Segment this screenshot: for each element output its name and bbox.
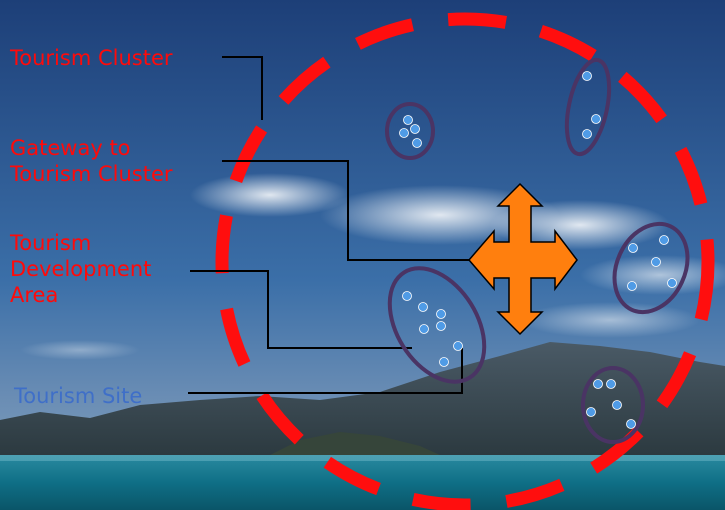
gateway-label: Gateway to Tourism Cluster (10, 135, 173, 187)
tourism-site-dot (659, 235, 669, 245)
tourism-site-dot (453, 341, 463, 351)
tourism-development-area-label: Tourism Development Area (10, 230, 151, 308)
tda-ellipse (564, 57, 612, 157)
tourism-site-dot (582, 71, 592, 81)
tourism-site-label: Tourism Site (14, 383, 142, 409)
tourism-site-dot (436, 309, 446, 319)
tourism-development-area (581, 366, 645, 444)
tda-ellipse (612, 221, 690, 315)
tourism-site-dot (439, 357, 449, 367)
leader-line-tda (190, 270, 412, 349)
leader-lines (188, 56, 480, 394)
tourism-site-dot (628, 243, 638, 253)
tda-ellipse (385, 102, 435, 160)
tourism-site-dot (436, 321, 446, 331)
tourism-site-dot (419, 324, 429, 334)
tourism-site-dot (582, 129, 592, 139)
mountain-range (0, 342, 725, 455)
tda-label-line-2: Development (10, 257, 152, 281)
four-way-arrow-icon (468, 182, 578, 336)
cloud (190, 173, 350, 217)
tourism-development-area (385, 102, 435, 160)
tda-label-line-3: Area (10, 283, 59, 307)
tourism-site-dot (402, 291, 412, 301)
tourism-site-dot (399, 128, 409, 138)
tda-ellipse (387, 266, 487, 384)
sea-highlight (0, 455, 725, 461)
cloud (520, 302, 700, 338)
tourism-development-area (564, 57, 612, 157)
leader-line-tourism-site (188, 348, 463, 394)
tourism-site-dot (612, 400, 622, 410)
tourism-site-dot (606, 379, 616, 389)
tourism-cluster-boundary (215, 12, 715, 510)
gateway-label-line-1: Gateway to (10, 136, 131, 160)
tourism-site-dot (593, 379, 603, 389)
tda-label-line-1: Tourism (10, 231, 92, 255)
cloud (490, 200, 670, 250)
tourism-development-area (612, 221, 690, 315)
leader-line-gateway (222, 160, 480, 261)
cloud (20, 340, 140, 360)
leader-line-tourism-cluster (222, 56, 263, 120)
tourism-site-dot (651, 257, 661, 267)
tourism-development-area (387, 266, 487, 384)
tda-ellipse (581, 366, 645, 444)
tourism-site-dot (626, 419, 636, 429)
tourism-site-dot (627, 281, 637, 291)
tourism-site-dot (403, 115, 413, 125)
tourism-cluster-label-text: Tourism Cluster (10, 46, 173, 70)
tourism-site-dot (410, 124, 420, 134)
tourism-site-dot (418, 302, 428, 312)
gateway-label-line-2: Tourism Cluster (10, 162, 173, 186)
island (270, 432, 440, 455)
tourism-site-dot (586, 407, 596, 417)
tourism-site-dot (412, 138, 422, 148)
tourism-site-dot (667, 278, 677, 288)
tourism-cluster-label: Tourism Cluster (10, 45, 173, 71)
tourism-site-label-text: Tourism Site (14, 384, 143, 408)
tourism-site-dot (591, 114, 601, 124)
